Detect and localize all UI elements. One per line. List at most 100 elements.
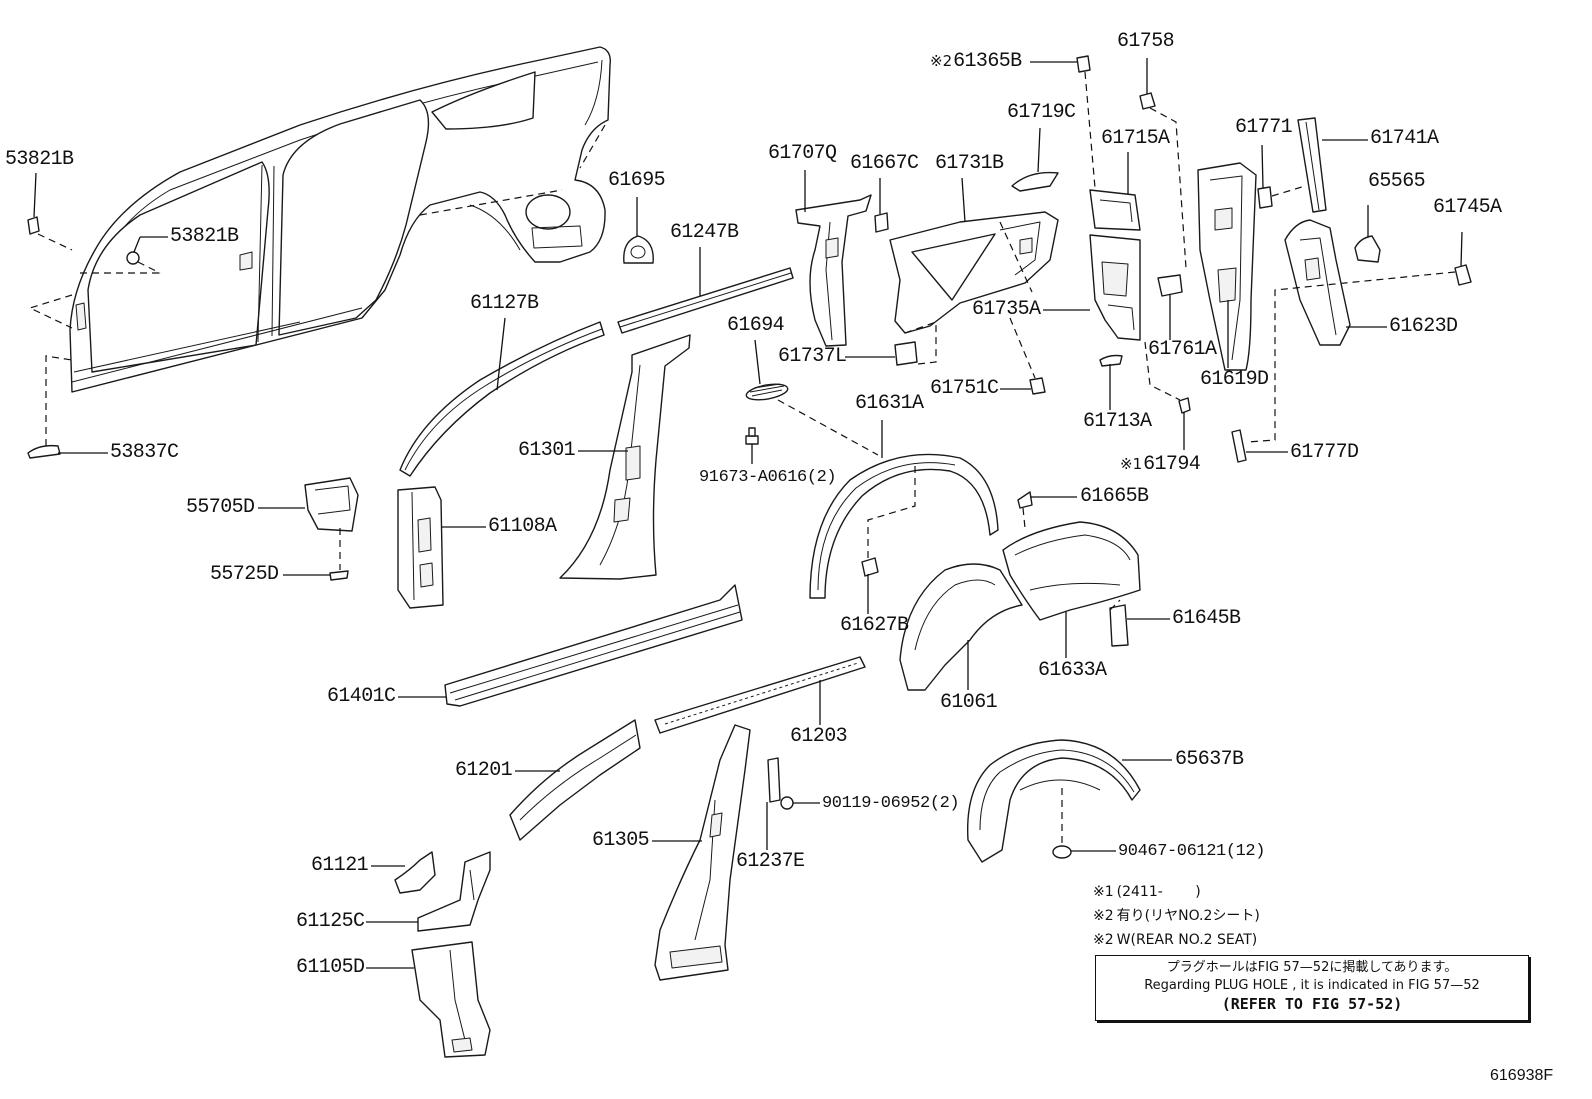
part-61715a-drawing bbox=[1089, 189, 1141, 231]
callout-61794[interactable]: ※161794 bbox=[1120, 453, 1201, 476]
callout-label: 55725D bbox=[210, 563, 279, 586]
note-1: ※1(2411- ) bbox=[1093, 883, 1201, 901]
callout-91673-a0616[interactable]: 91673-A0616(2) bbox=[699, 467, 837, 489]
callout-61301[interactable]: 61301 bbox=[518, 440, 576, 462]
callout-61695[interactable]: 61695 bbox=[608, 170, 666, 192]
part-61735a-drawing bbox=[1089, 234, 1141, 341]
callout-65565[interactable]: 65565 bbox=[1368, 171, 1426, 193]
callout-61713a[interactable]: 61713A bbox=[1083, 411, 1152, 433]
callout-label: 53821B bbox=[5, 148, 74, 171]
part-53837c-drawing bbox=[27, 444, 61, 459]
callout-65637b[interactable]: 65637B bbox=[1175, 749, 1244, 771]
callout-61125c[interactable]: 61125C bbox=[296, 911, 365, 933]
callout-61619d[interactable]: 61619D bbox=[1200, 368, 1269, 391]
reference-line-en: Regarding PLUG HOLE , it is indicated in… bbox=[1144, 978, 1480, 993]
note-text: W(REAR NO.2 SEAT) bbox=[1116, 932, 1258, 948]
callout-label: 61127B bbox=[470, 292, 539, 315]
callout-label: 61237E bbox=[736, 850, 805, 873]
callout-label: 61623D bbox=[1389, 315, 1458, 338]
part-61201-drawing bbox=[509, 719, 641, 841]
callout-label: 61105D bbox=[296, 956, 365, 979]
callout-61401c[interactable]: 61401C bbox=[327, 686, 396, 708]
reference-box: プラグホールはFIG 57—52に掲載してあります。 Regarding PLU… bbox=[1095, 955, 1529, 1021]
callout-61771[interactable]: 61771 bbox=[1235, 116, 1293, 139]
callout-61735a[interactable]: 61735A bbox=[972, 299, 1041, 321]
callout-61731b[interactable]: 61731B bbox=[935, 152, 1004, 175]
callout-61631a[interactable]: 61631A bbox=[855, 393, 924, 415]
callout-label: 61731B bbox=[935, 152, 1004, 175]
callout-61105d[interactable]: 61105D bbox=[296, 956, 365, 979]
callout-53821b-clip[interactable]: 53821B bbox=[5, 148, 74, 171]
part-61401c-drawing bbox=[444, 584, 743, 707]
callout-label: 61694 bbox=[727, 314, 785, 337]
callout-53821b-bolt[interactable]: 53821B bbox=[170, 226, 239, 248]
callout-55705d[interactable]: 55705D bbox=[186, 496, 255, 519]
callout-61694[interactable]: 61694 bbox=[727, 314, 785, 337]
note-mark: ※2 bbox=[930, 52, 953, 70]
callout-61777d[interactable]: 61777D bbox=[1290, 442, 1359, 464]
callout-61633a[interactable]: 61633A bbox=[1038, 660, 1107, 682]
part-91673-a0616-bolt-drawing bbox=[745, 427, 759, 445]
part-61665b-drawing bbox=[1017, 491, 1033, 509]
part-55705d-drawing bbox=[304, 477, 359, 532]
part-61745a-drawing bbox=[1454, 264, 1472, 286]
callout-label: 61761A bbox=[1148, 338, 1217, 361]
figure-id: 616938F bbox=[1490, 1067, 1554, 1084]
callout-61645b[interactable]: 61645B bbox=[1172, 608, 1241, 630]
callout-61108a[interactable]: 61108A bbox=[488, 516, 557, 538]
callout-61715a[interactable]: 61715A bbox=[1101, 127, 1170, 150]
callout-61741a[interactable]: 61741A bbox=[1370, 128, 1439, 150]
part-61707q-drawing bbox=[795, 194, 872, 347]
callout-61237e[interactable]: 61237E bbox=[736, 850, 805, 873]
callout-label: 61771 bbox=[1235, 116, 1293, 139]
callout-label: 61121 bbox=[311, 854, 369, 877]
callout-61745a[interactable]: 61745A bbox=[1433, 197, 1502, 219]
part-90119-06952-bolt-drawing bbox=[780, 796, 794, 810]
part-61247b-drawing bbox=[617, 267, 794, 334]
callout-label: 61619D bbox=[1200, 368, 1269, 391]
callout-label: 61627B bbox=[840, 614, 909, 637]
part-61623d-drawing bbox=[1284, 219, 1351, 346]
callout-61127b[interactable]: 61127B bbox=[470, 292, 539, 315]
callout-label: 61737L bbox=[778, 345, 847, 368]
callout-61247b[interactable]: 61247B bbox=[670, 221, 739, 244]
callout-label: 61751C bbox=[930, 377, 999, 400]
callout-61201[interactable]: 61201 bbox=[455, 760, 513, 782]
callout-label: 61665B bbox=[1080, 485, 1149, 508]
callout-53837c[interactable]: 53837C bbox=[110, 442, 179, 464]
part-61237e-drawing bbox=[767, 757, 781, 803]
callout-61203[interactable]: 61203 bbox=[790, 726, 848, 748]
callout-61737l[interactable]: 61737L bbox=[778, 345, 847, 368]
callout-61623d[interactable]: 61623D bbox=[1389, 315, 1458, 338]
callout-61758[interactable]: 61758 bbox=[1117, 31, 1175, 53]
part-61645b-drawing bbox=[1109, 604, 1129, 647]
part-55725d-drawing bbox=[329, 570, 349, 581]
callout-61761a[interactable]: 61761A bbox=[1148, 338, 1217, 361]
part-61771-drawing bbox=[1257, 186, 1273, 209]
callout-61707q[interactable]: 61707Q bbox=[768, 143, 837, 165]
callout-label: 55705D bbox=[186, 496, 255, 519]
callout-label: 61247B bbox=[670, 221, 739, 244]
callout-61061[interactable]: 61061 bbox=[940, 692, 998, 714]
callout-61751c[interactable]: 61751C bbox=[930, 377, 999, 400]
callout-90119-06952[interactable]: 90119-06952(2) bbox=[822, 793, 960, 815]
callout-61305[interactable]: 61305 bbox=[592, 830, 650, 852]
callout-61667c[interactable]: 61667C bbox=[850, 153, 919, 175]
callout-55725d[interactable]: 55725D bbox=[210, 563, 279, 586]
callout-61719c[interactable]: 61719C bbox=[1007, 102, 1076, 124]
note-text: 有り(リヤNO.2シート) bbox=[1116, 908, 1260, 924]
note-mark: ※2 bbox=[1093, 908, 1114, 924]
callout-61627b[interactable]: 61627B bbox=[840, 614, 909, 637]
part-61667c-drawing bbox=[874, 212, 889, 233]
part-61305-drawing bbox=[654, 724, 751, 981]
callout-61121[interactable]: 61121 bbox=[311, 854, 369, 877]
callout-61365b[interactable]: ※261365B bbox=[930, 50, 1022, 73]
callout-90467-06121[interactable]: 90467-06121(12) bbox=[1118, 841, 1265, 863]
callout-label: 61715A bbox=[1101, 127, 1170, 150]
reference-refer-link[interactable]: (REFER TO FIG 57-52) bbox=[1221, 995, 1403, 1013]
part-61061-drawing bbox=[899, 563, 1023, 691]
callout-61665b[interactable]: 61665B bbox=[1080, 485, 1149, 508]
part-61694-drawing bbox=[745, 383, 789, 401]
